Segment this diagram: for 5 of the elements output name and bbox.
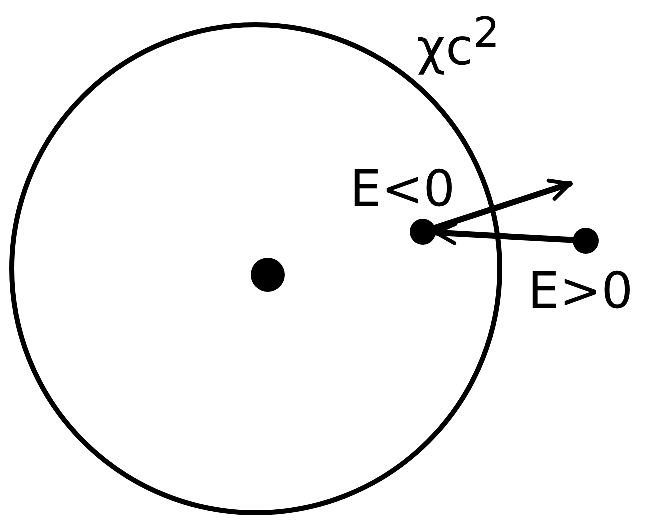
point-dot (251, 258, 285, 292)
arrow (432, 178, 573, 231)
circle-label: χc$^{2}$ (417, 12, 500, 73)
energy-label: E>0 (528, 266, 634, 316)
energy-label: E<0 (350, 164, 456, 214)
